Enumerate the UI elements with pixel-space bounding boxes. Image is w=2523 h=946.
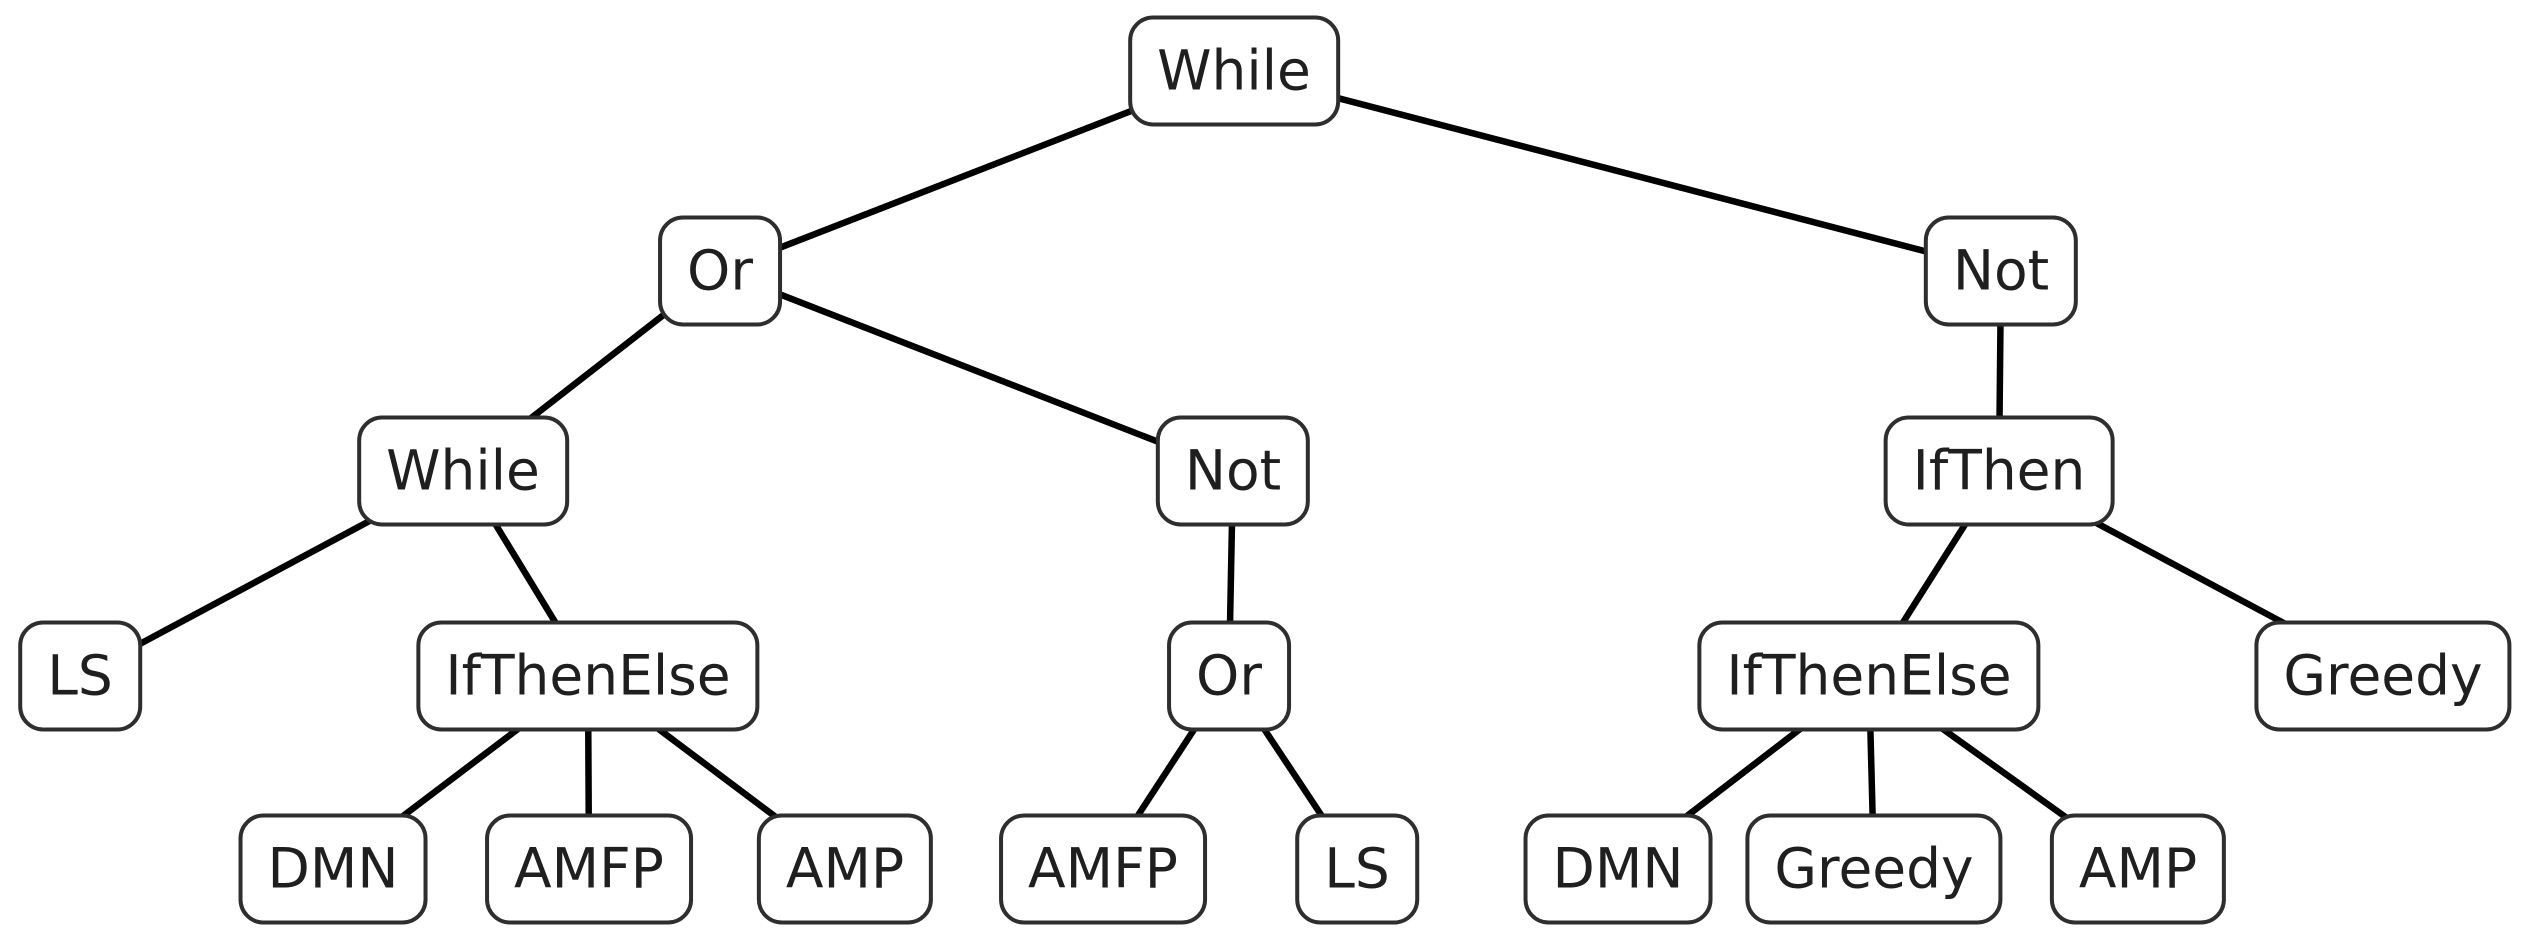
- tree-node-greedy-n10: Greedy: [2254, 620, 2512, 732]
- tree-node-dmn-n11: DMN: [238, 813, 428, 925]
- tree-node-ls-n15: LS: [1295, 813, 1419, 925]
- tree-node-while-n3: While: [357, 415, 569, 527]
- tree-node-not-n4: Not: [1155, 415, 1311, 527]
- tree-node-or-n1: Or: [658, 215, 782, 327]
- tree-node-ifthen-n5: IfThen: [1883, 415, 2115, 527]
- tree-node-amfp-n14: AMFP: [999, 813, 1207, 925]
- tree-node-amp-n18: AMP: [2049, 813, 2227, 925]
- tree-node-not-n2: Not: [1923, 215, 2079, 327]
- tree-node-while-n0: While: [1128, 15, 1340, 127]
- tree-edge: [1233, 67, 2002, 275]
- tree-node-amp-n13: AMP: [756, 813, 934, 925]
- tree-node-greedy-n17: Greedy: [1745, 813, 2003, 925]
- tree-node-dmn-n16: DMN: [1523, 813, 1713, 925]
- tree-node-or-n8: Or: [1167, 620, 1291, 732]
- tree-node-amfp-n12: AMFP: [485, 813, 693, 925]
- tree-node-ls-n6: LS: [18, 620, 142, 732]
- tree-edge: [718, 267, 1235, 475]
- tree-node-ifthenelse-n7: IfThenElse: [416, 620, 760, 732]
- tree-node-ifthenelse-n9: IfThenElse: [1697, 620, 2041, 732]
